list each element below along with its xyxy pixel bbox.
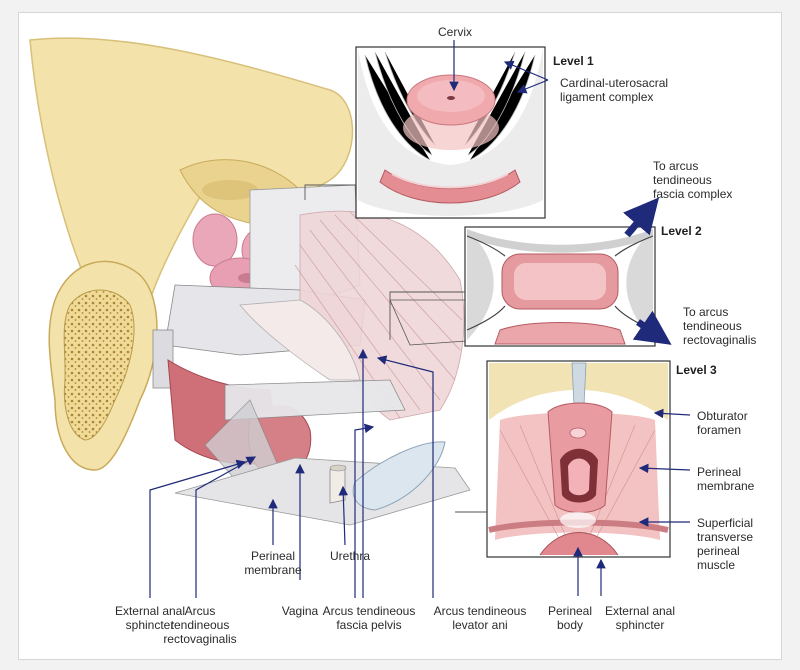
label-external-anal-sphincter-left: External anal sphincter <box>114 604 186 632</box>
label-perineal-membrane-right: Perineal membrane <box>697 465 755 493</box>
label-to-arcus-rectovaginalis: To arcus tendineous rectovaginalis <box>683 305 757 347</box>
label-cervix: Cervix <box>437 25 472 39</box>
fascial-sheets <box>152 184 481 526</box>
level-3-label: Level 3 <box>676 363 717 377</box>
panel-connectors <box>304 184 487 513</box>
direction-arrows <box>623 197 672 345</box>
label-superficial-transverse: Superficial transverse perineal muscle <box>697 516 754 572</box>
label-arcus-fascia-pelvis: Arcus tendineous fascia pelvis <box>322 604 416 632</box>
label-cardinal-uterosacral: Cardinal-uterosacral ligament complex <box>560 76 669 104</box>
label-arcus-levator-ani: Arcus tendineous levator ani <box>433 604 527 632</box>
level-2-panel <box>464 226 656 347</box>
label-urethra: Urethra <box>329 549 370 563</box>
level-3-panel <box>486 360 671 558</box>
label-vagina: Vagina <box>281 604 319 618</box>
label-obturator-foramen: Obturator foramen <box>697 409 748 437</box>
label-perineal-body: Perineal body <box>547 604 593 632</box>
label-to-arcus-fascia: To arcus tendineous fascia complex <box>653 159 733 201</box>
label-arcus-rectovaginalis: Arcus tendineous rectovaginalis <box>163 604 237 646</box>
level-1-label: Level 1 <box>553 54 594 68</box>
label-external-anal-sphincter-right: External anal sphincter <box>604 604 676 632</box>
label-perineal-membrane-left: Perineal membrane <box>244 549 302 577</box>
leader-lines <box>149 40 691 598</box>
pelvic-bone <box>29 37 354 471</box>
level-2-label: Level 2 <box>661 224 702 238</box>
level-1-panel <box>355 46 546 219</box>
